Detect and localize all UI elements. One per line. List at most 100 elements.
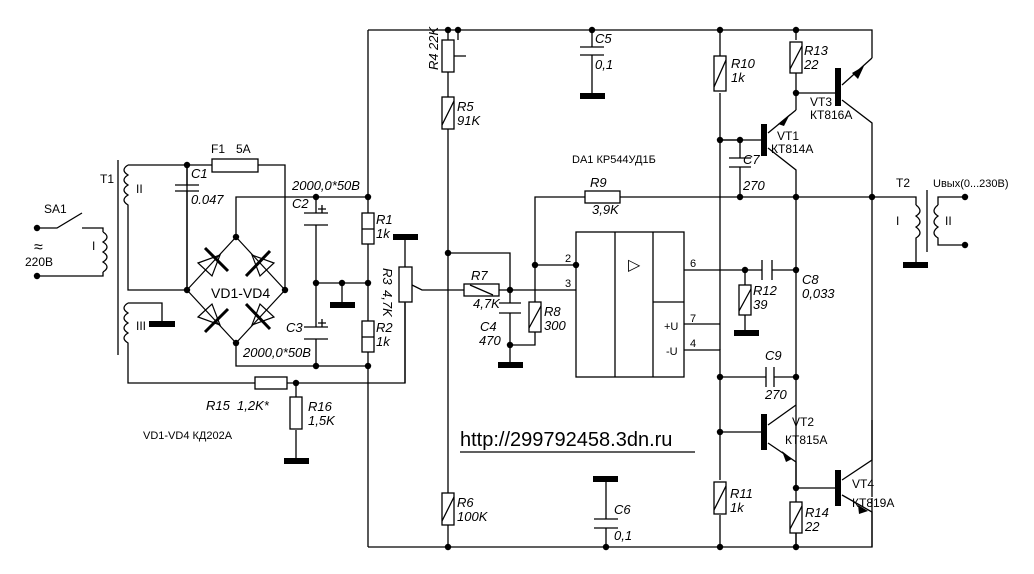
label-r6-value: 100K (457, 509, 489, 524)
label-t2-winding-i: I (896, 214, 899, 228)
label-r7: R7 (471, 268, 488, 283)
label-r9-value: 3,9K (592, 202, 620, 217)
label-r15: R15 (206, 398, 231, 413)
label-r15-value: 1,2K* (237, 398, 270, 413)
label-bridge: VD1-VD4 (211, 285, 270, 301)
ground-icon (393, 234, 418, 240)
capacitor-c5 (580, 46, 604, 56)
capacitor-c1 (175, 165, 199, 290)
label-da1: DA1 КР544УД1Б (572, 154, 656, 166)
t1-primary-coil (101, 231, 108, 273)
ground-icon (903, 262, 928, 268)
ground-icon (734, 330, 759, 336)
label-sa1: SA1 (44, 202, 67, 216)
label-r9: R9 (590, 175, 607, 190)
label-vt2: VT2 (792, 415, 814, 429)
capacitor-c7 (729, 157, 751, 168)
label-pin-7: 7 (690, 313, 696, 325)
label-c1-value: 0.047 (191, 192, 224, 207)
label-r16-value: 1,5K (308, 413, 336, 428)
wires (37, 29, 965, 548)
ground-icon (498, 362, 523, 368)
label-vplus: +U (664, 321, 678, 333)
vt2-emitter-arrow (782, 451, 792, 462)
label-f1: F1 (211, 142, 225, 156)
label-vt4: VT4 (852, 477, 874, 491)
label-r11-value: 1k (730, 500, 745, 515)
label-c7: C7 (743, 152, 760, 167)
label-c2-value: 2000,0*50В (291, 178, 360, 193)
label-c5: C5 (595, 31, 612, 46)
label-c5-value: 0,1 (595, 57, 613, 72)
label-r5-value: 91K (457, 113, 481, 128)
label-r11: R11 (730, 486, 753, 501)
resistor-r3-pot (398, 266, 413, 303)
ground-symbols (149, 93, 928, 482)
capacitor-c4 (499, 302, 521, 314)
label-r2: R2 (376, 320, 393, 335)
label-r10: R10 (731, 56, 756, 71)
capacitor-c2 (304, 205, 328, 226)
vt1-emitter-arrow (778, 114, 790, 126)
ground-icon (593, 476, 618, 482)
label-r4: R4 (426, 53, 441, 70)
transformer-t1 (101, 160, 130, 355)
label-r12: R12 (753, 283, 778, 298)
vt4-emitter-arrow (858, 505, 868, 514)
label-c1: C1 (191, 166, 208, 181)
label-r7-value: 4,7K (473, 296, 501, 311)
ground-icon (580, 93, 605, 99)
label-c6: C6 (614, 502, 631, 517)
label-t2-winding-ii: II (945, 214, 952, 228)
opamp-da1 (575, 231, 685, 378)
vt3-emitter-arrow (852, 66, 864, 79)
label-c4-value: 470 (479, 333, 501, 348)
source-link[interactable]: http://299792458.3dn.ru (460, 429, 695, 453)
label-vt3: VT3 (810, 95, 832, 109)
label-r3: R3 (380, 268, 395, 285)
label-vminus: -U (666, 346, 678, 358)
label-r3-value: 4,7K (380, 290, 395, 318)
transistor-vt1 (761, 124, 767, 156)
label-r1: R1 (376, 212, 393, 227)
label-pin-4: 4 (690, 338, 696, 350)
ground-icon (149, 321, 175, 327)
label-diode-note: VD1-VD4 КД202А (143, 430, 233, 442)
label-c4: C4 (480, 319, 497, 334)
labels: SA1 ≈ 220В T1 I II III F1 5A C1 0.047 20… (25, 26, 1009, 543)
label-c9-value: 270 (764, 387, 787, 402)
label-r14-value: 22 (804, 519, 820, 534)
capacitors (175, 46, 775, 529)
label-r13-value: 22 (803, 57, 819, 72)
label-c3: C3 (286, 320, 303, 335)
label-r16: R16 (308, 399, 333, 414)
label-r6: R6 (457, 495, 474, 510)
label-r10-value: 1k (731, 70, 746, 85)
label-t1-winding-ii: II (136, 182, 143, 196)
label-t1: T1 (100, 172, 114, 186)
label-r1-value: 1k (376, 226, 391, 241)
resistors (211, 30, 803, 534)
source-url-link[interactable]: http://299792458.3dn.ru (460, 429, 672, 451)
label-r8: R8 (544, 304, 561, 319)
label-vt2-type: КТ815А (785, 433, 827, 447)
label-r8-value: 300 (544, 318, 566, 333)
resistor-r9 (584, 190, 621, 204)
transistor-vt4 (835, 470, 841, 506)
label-vt1-type: КТ814А (771, 142, 813, 156)
capacitor-c9 (765, 367, 775, 387)
label-input-voltage: 220В (25, 255, 53, 269)
label-pin-6: 6 (690, 258, 696, 270)
label-r2-value: 1k (376, 334, 391, 349)
label-pin-2: 2 (565, 253, 571, 265)
label-c9: C9 (765, 348, 782, 363)
transistor-vt3 (835, 68, 841, 106)
label-c3-value: 2000,0*50В (242, 345, 311, 360)
label-r13: R13 (804, 43, 829, 58)
ground-icon (330, 302, 355, 308)
label-vt4-type: КТ819А (852, 496, 894, 510)
capacitor-c6 (594, 518, 618, 529)
transformer-t2 (914, 190, 940, 252)
transistor-vt2 (761, 414, 767, 450)
